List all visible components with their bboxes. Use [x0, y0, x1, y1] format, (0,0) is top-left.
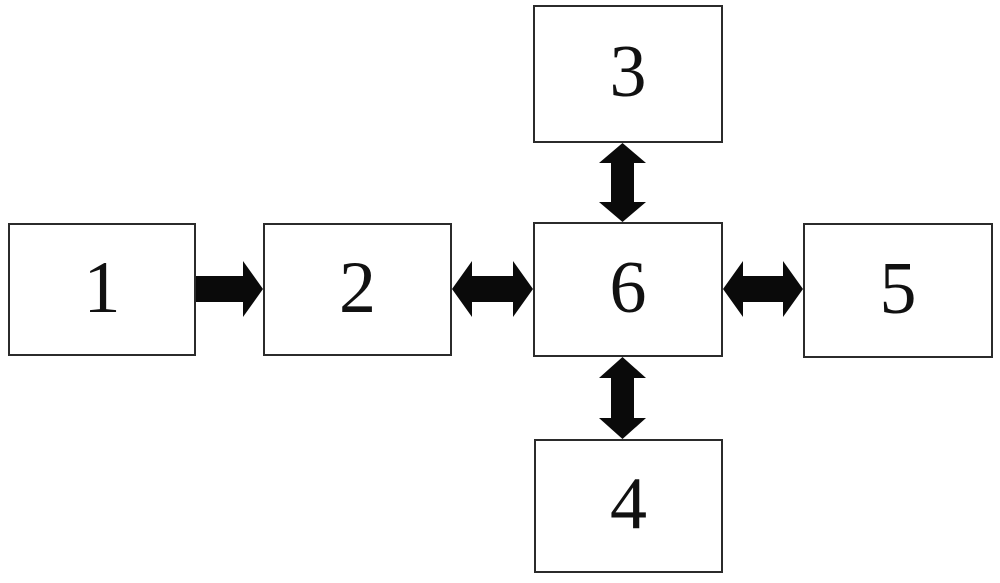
block-2: 2: [263, 223, 452, 356]
block-3: 3: [533, 5, 723, 143]
block-5-label: 5: [879, 247, 917, 330]
arrow-right-icon: [196, 255, 263, 323]
block-6: 6: [533, 222, 723, 357]
arrow-double-vertical-icon: [594, 143, 651, 222]
block-6-label: 6: [609, 246, 647, 329]
arrow-double-horizontal-icon: [452, 255, 533, 323]
arrow-double-horizontal-icon: [723, 255, 803, 323]
block-3-label: 3: [609, 31, 647, 113]
block-1: 1: [8, 223, 196, 356]
block-1-label: 1: [83, 246, 121, 329]
block-2-label: 2: [339, 246, 376, 329]
block-5: 5: [803, 223, 993, 358]
block-4-label: 4: [610, 463, 647, 545]
block-4: 4: [534, 439, 723, 573]
arrow-double-vertical-icon: [594, 357, 651, 439]
